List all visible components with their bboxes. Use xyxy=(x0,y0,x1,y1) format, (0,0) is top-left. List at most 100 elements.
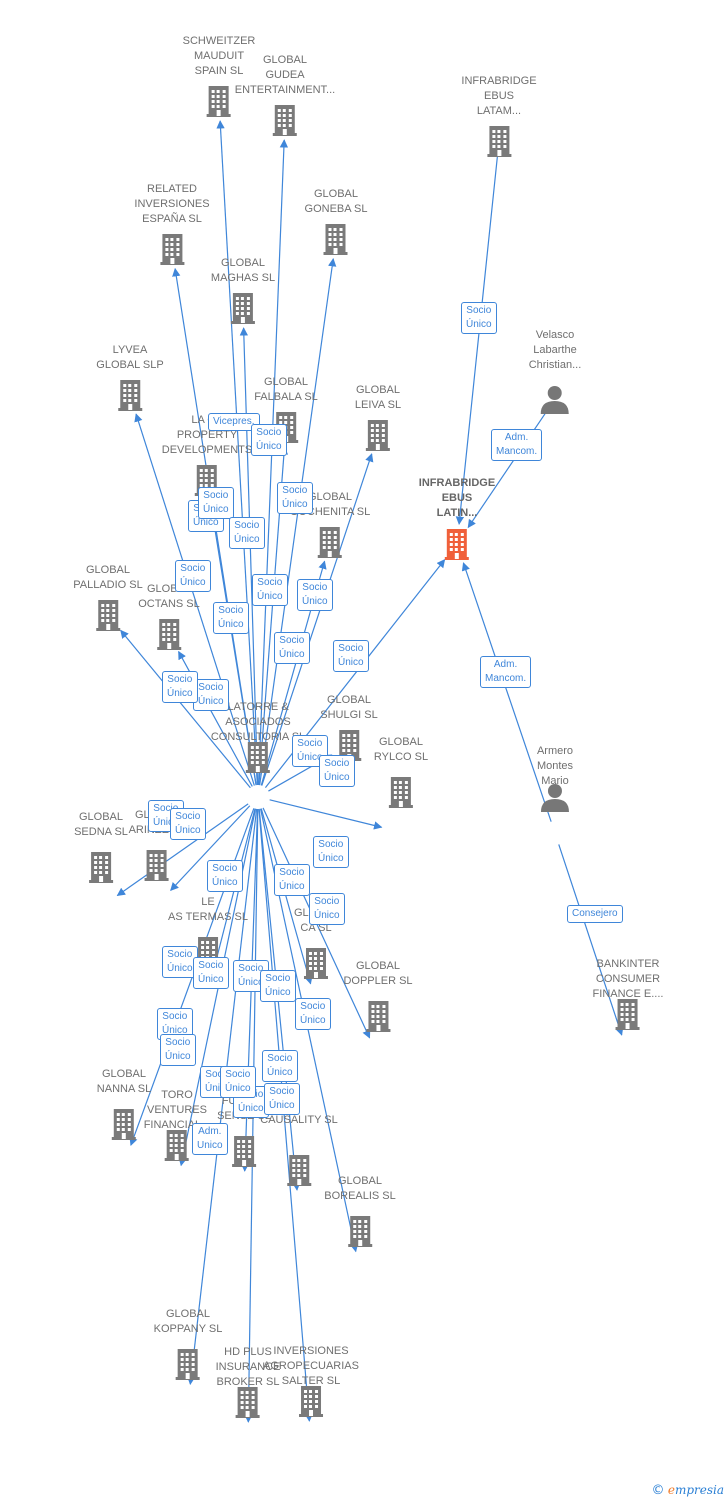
node-label: SCHWEITZER MAUDUIT SPAIN SL xyxy=(182,35,256,77)
edge-role-label: Consejero xyxy=(567,905,623,923)
person-icon xyxy=(540,386,569,414)
node-label: Armero Montes Mario xyxy=(536,745,574,787)
node-palladio[interactable]: GLOBAL PALLADIO SL xyxy=(73,563,143,632)
node-bankinter[interactable]: BANKINTER CONSUMER FINANCE E.... xyxy=(593,958,663,1030)
building-icon xyxy=(616,999,640,1030)
node-gochenita[interactable]: GLOBAL GOCHENITA SL xyxy=(290,490,370,559)
building-icon xyxy=(487,126,511,157)
building-icon xyxy=(144,850,169,881)
node-label: HD PLUS INSURANCE BROKER SL xyxy=(215,1346,281,1388)
edge-role-label: Socio Único xyxy=(319,755,355,787)
node-label: RELATED INVERSIONES ESPAÑA SL xyxy=(134,183,210,225)
edge-role-label: Socio Único xyxy=(461,302,497,334)
brand-logo[interactable]: empresia xyxy=(668,1483,724,1497)
node-leiva[interactable]: GLOBAL LEIVA SL xyxy=(355,383,401,452)
edge-role-label: Socio Único xyxy=(193,679,229,711)
node-gudea[interactable]: GLOBAL GUDEA ENTERTAINMENT... xyxy=(235,53,335,137)
edge-role-label: Socio Único xyxy=(313,836,349,868)
edge-latorre-to-leiva xyxy=(261,453,374,786)
node-velasco[interactable]: Velasco Labarthe Christian... xyxy=(529,328,581,416)
node-schweitzer[interactable]: SCHWEITZER MAUDUIT SPAIN SL xyxy=(182,34,256,118)
node-goneba[interactable]: GLOBAL GONEBA SL xyxy=(304,187,368,256)
node-shulgi[interactable]: GLOBAL SHULGI SL xyxy=(320,693,378,762)
node-maghas[interactable]: GLOBAL MAGHAS SL xyxy=(211,256,275,325)
building-icon xyxy=(299,1386,323,1417)
edge-role-label: Socio Único xyxy=(264,1083,300,1115)
edge-role-label: Socio Único xyxy=(295,998,331,1030)
building-icon xyxy=(366,1001,390,1032)
edge-latorre-to-maghas xyxy=(239,327,259,786)
edge-role-label: Socio Único xyxy=(274,864,310,896)
edge-role-label: Socio Único xyxy=(170,808,206,840)
edge-role-label: Socio Único xyxy=(207,860,243,892)
building-icon xyxy=(366,420,390,451)
edge-armero-to-infrabridge_latin xyxy=(461,562,552,822)
node-hdplus[interactable]: HD PLUS INSURANCE BROKER SL xyxy=(216,1346,280,1418)
node-label: GLOBAL DOPPLER SL xyxy=(343,960,413,987)
building-icon xyxy=(206,86,231,117)
node-label: GLOBAL GONEBA SL xyxy=(304,188,368,215)
building-icon xyxy=(176,1349,200,1380)
node-label: GLOBAL LEIVA SL xyxy=(354,384,402,411)
building-icon xyxy=(118,380,142,411)
copyright-symbol: © xyxy=(651,1483,665,1498)
edge-latorre-to-goneba xyxy=(259,257,337,786)
edge-role-label: Socio Único xyxy=(213,602,249,634)
edge-role-label: Socio Único xyxy=(252,574,288,606)
node-infrabridge-latin[interactable]: INFRABRIDGE EBUS LATIN... xyxy=(419,476,495,561)
node-latorre[interactable]: LATORRE & ASOCIADOS CONSULTORIA SL xyxy=(211,701,305,773)
edge-role-label: Socio Único xyxy=(309,893,345,925)
node-armero[interactable]: Armero Montes Mario xyxy=(537,745,573,812)
building-icon xyxy=(89,852,113,883)
building-icon xyxy=(96,600,120,631)
footer: © empresia xyxy=(651,1483,724,1498)
building-icon xyxy=(231,293,255,324)
edge-role-label: Socio Único xyxy=(274,632,310,664)
edge-role-label: Socio Único xyxy=(262,1050,298,1082)
edge-latorre-to-rylco xyxy=(269,799,383,830)
node-agropecuarias[interactable]: INVERSIONES AGROPECUARIAS SALTER SL xyxy=(263,1345,359,1417)
node-label: CAUSALITY SL xyxy=(260,1114,338,1126)
edge-role-label: Socio Único xyxy=(198,487,234,519)
node-label: LYVEA GLOBAL SLP xyxy=(96,344,164,371)
edge-latorre-to-palladio xyxy=(120,629,251,789)
building-icon xyxy=(389,777,413,808)
node-toro[interactable]: TORO VENTURES FINANCIAL... xyxy=(144,1089,210,1161)
edge-role-label: Socio Único xyxy=(220,1066,256,1098)
node-label: GLOBAL MAGHAS SL xyxy=(210,257,276,284)
node-infrabridge-latam[interactable]: INFRABRIDGE EBUS LATAM... xyxy=(461,74,537,158)
building-icon xyxy=(232,1136,256,1167)
building-icon xyxy=(323,224,348,255)
edge-latorre-to-lyvea xyxy=(134,413,255,786)
building-icon xyxy=(157,619,181,650)
node-octans[interactable]: GLOBAL OCTANS SL xyxy=(138,582,200,651)
node-label: BANKINTER CONSUMER FINANCE E.... xyxy=(592,958,664,1000)
node-label: GLOBAL PALLADIO SL xyxy=(73,564,143,591)
edge-role-label: Vicepres. xyxy=(208,413,260,431)
edge-latorre-to-gudea xyxy=(257,139,289,786)
edge-latorre-to-arinze xyxy=(170,805,251,892)
node-lyvea[interactable]: LYVEA GLOBAL SLP xyxy=(96,343,164,412)
edge-role-label: Socio Único xyxy=(297,579,333,611)
edge-latorre-to-agropecuarias xyxy=(258,808,313,1422)
edge-latorre-to-lacasa xyxy=(207,498,257,786)
edge-infrabridge_latam-to-infrabridge_latin xyxy=(455,152,499,525)
node-label: GLOBAL NANNA SL xyxy=(96,1068,152,1095)
edge-role-label: Adm. Mancom. xyxy=(491,429,543,461)
node-label: LE AS TERMAS SL xyxy=(168,896,248,923)
edge-role-label: Socio Único xyxy=(175,560,211,592)
edge-latorre-to-ca xyxy=(260,808,313,985)
edge-latorre-to-schweitzer xyxy=(216,120,258,786)
building-icon xyxy=(246,742,270,773)
node-label: GLOBAL FALBALA SL xyxy=(254,376,318,403)
building-icon xyxy=(304,948,328,979)
edge-armero-to-bankinter xyxy=(558,844,624,1036)
building-icon xyxy=(111,1109,136,1140)
brand-first-letter: e xyxy=(667,1483,675,1497)
person-icon xyxy=(540,784,569,812)
node-related[interactable]: RELATED INVERSIONES ESPAÑA SL xyxy=(134,182,210,266)
edge-role-label: Socio Único xyxy=(260,970,296,1002)
edge-velasco-to-infrabridge_latin xyxy=(467,408,549,529)
building-icon xyxy=(286,1155,311,1186)
edge-role-label: Socio Único xyxy=(160,1034,196,1066)
